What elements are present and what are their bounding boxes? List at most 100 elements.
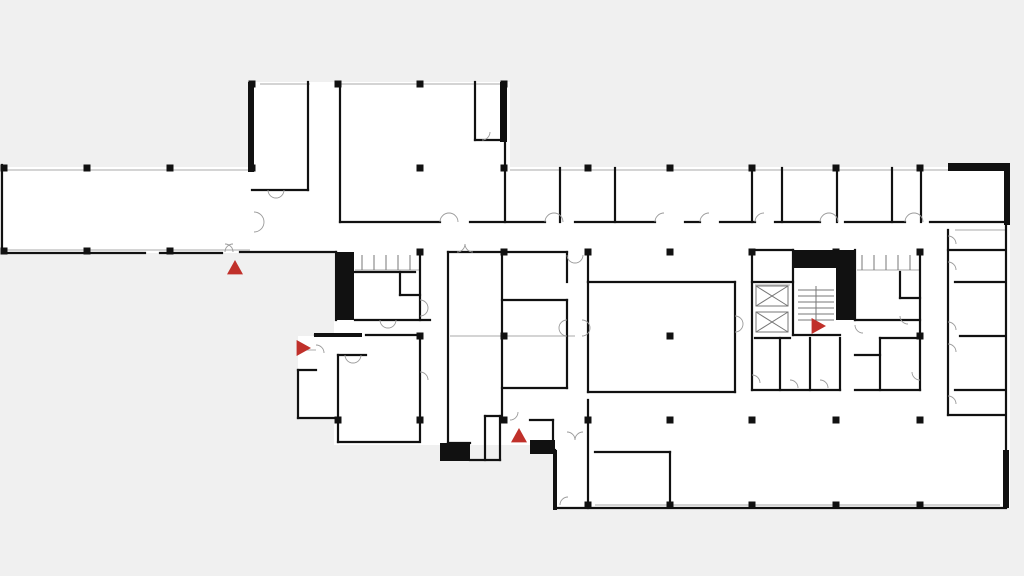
columns bbox=[0, 80, 924, 509]
column-16 bbox=[748, 164, 756, 172]
column-12 bbox=[416, 164, 424, 172]
door-east-corridor bbox=[947, 235, 957, 245]
entrance-marker-west triangle-up-icon bbox=[227, 260, 243, 275]
column-9 bbox=[334, 80, 342, 88]
door-west-core bbox=[419, 299, 429, 317]
column-34 bbox=[666, 416, 674, 424]
door-north-storage bbox=[481, 131, 491, 141]
door-north-room bbox=[267, 189, 285, 199]
column-41 bbox=[832, 501, 840, 509]
west-core-wall bbox=[336, 252, 354, 320]
door-east-office-3 bbox=[947, 343, 957, 353]
door-office-4 bbox=[699, 212, 710, 223]
stair-flight-east bbox=[798, 286, 834, 326]
door-south-core bbox=[509, 411, 519, 421]
south-wing-west-wall bbox=[553, 450, 557, 510]
south-wing-floor bbox=[555, 440, 1010, 508]
elevator-1 bbox=[755, 285, 789, 307]
column-38 bbox=[584, 501, 592, 509]
column-6 bbox=[83, 247, 91, 255]
column-10 bbox=[416, 80, 424, 88]
south-stair-wall bbox=[530, 440, 555, 454]
elevator-2 bbox=[755, 311, 789, 333]
column-13 bbox=[500, 164, 508, 172]
column-31 bbox=[416, 416, 424, 424]
north-block-east-wall bbox=[500, 82, 507, 142]
door-office-7 bbox=[904, 212, 924, 223]
door-east-office-1 bbox=[947, 261, 957, 271]
door-central-office bbox=[566, 254, 584, 264]
column-14 bbox=[584, 164, 592, 172]
column-4 bbox=[248, 164, 256, 172]
entrance-markers bbox=[227, 260, 826, 443]
column-19 bbox=[416, 248, 424, 256]
column-29 bbox=[916, 332, 924, 340]
column-1 bbox=[0, 164, 8, 172]
door-annex bbox=[315, 344, 325, 354]
column-2 bbox=[83, 164, 91, 172]
door-wc-east bbox=[854, 324, 864, 334]
door-east-room-3 bbox=[819, 379, 829, 389]
door-office-1 bbox=[439, 212, 459, 223]
doors bbox=[224, 131, 957, 506]
north-corridor-floor bbox=[250, 167, 1010, 253]
door-hall-east bbox=[734, 315, 744, 333]
door-south-wing bbox=[559, 496, 569, 506]
door-north-corridor bbox=[253, 211, 265, 233]
east-wall-upper bbox=[1004, 163, 1010, 225]
column-21 bbox=[584, 248, 592, 256]
column-36 bbox=[832, 416, 840, 424]
door-west-room bbox=[344, 354, 362, 364]
column-25 bbox=[916, 248, 924, 256]
column-42 bbox=[916, 501, 924, 509]
door-central-hall bbox=[456, 243, 474, 253]
west-wing-floor bbox=[2, 167, 254, 253]
northeast-wall bbox=[948, 163, 1010, 171]
column-28 bbox=[666, 332, 674, 340]
column-32 bbox=[500, 416, 508, 424]
column-11 bbox=[500, 80, 508, 88]
entrance-marker-south triangle-up-icon bbox=[511, 428, 527, 443]
column-27 bbox=[500, 332, 508, 340]
column-35 bbox=[748, 416, 756, 424]
door-central-east bbox=[581, 319, 591, 337]
column-17 bbox=[832, 164, 840, 172]
column-5 bbox=[0, 247, 8, 255]
door-office-6 bbox=[819, 212, 839, 223]
annex-wall bbox=[314, 333, 362, 337]
column-24 bbox=[832, 248, 840, 256]
structural-walls bbox=[248, 82, 1010, 510]
column-23 bbox=[748, 248, 756, 256]
door-office-5 bbox=[754, 212, 765, 223]
column-40 bbox=[748, 501, 756, 509]
door-east-room-2 bbox=[789, 379, 799, 389]
entrance-marker-southwest triangle-right-icon bbox=[296, 340, 311, 356]
column-18 bbox=[916, 164, 924, 172]
column-37 bbox=[916, 416, 924, 424]
entrance-marker-core triangle-right-icon bbox=[811, 318, 826, 334]
column-15 bbox=[666, 164, 674, 172]
door-east-room-1 bbox=[751, 374, 761, 384]
door-office-3 bbox=[654, 212, 665, 223]
door-core-east bbox=[899, 315, 909, 325]
door-east-office-4 bbox=[947, 395, 957, 405]
column-20 bbox=[500, 248, 508, 256]
column-39 bbox=[666, 501, 674, 509]
door-central-west bbox=[558, 319, 568, 337]
stairs bbox=[361, 255, 911, 333]
column-33 bbox=[584, 416, 592, 424]
central-floor bbox=[334, 250, 1010, 445]
column-7 bbox=[166, 247, 174, 255]
door-east-office-2 bbox=[947, 321, 957, 331]
southeast-wall bbox=[1003, 450, 1009, 508]
door-west-entrance bbox=[224, 243, 234, 253]
south-core-wall bbox=[440, 443, 470, 461]
wc-cubicles-west bbox=[361, 255, 411, 270]
column-30 bbox=[334, 416, 342, 424]
north-block-west-wall bbox=[248, 82, 254, 172]
column-3 bbox=[166, 164, 174, 172]
door-south-stair bbox=[566, 431, 584, 441]
door-office-2 bbox=[544, 212, 564, 223]
